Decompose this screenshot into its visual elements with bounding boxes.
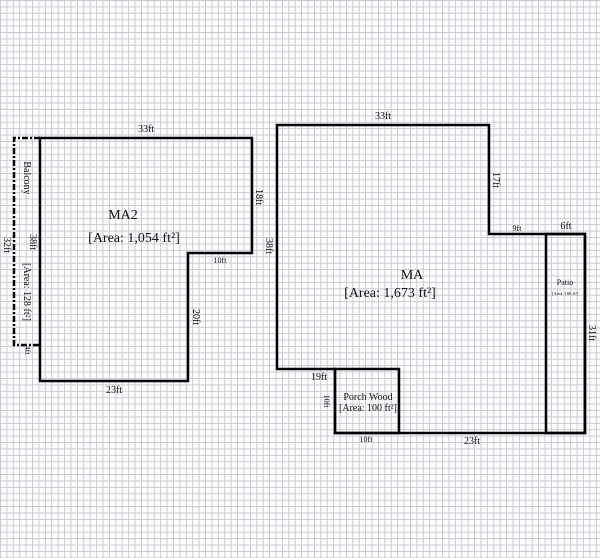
ma2-dim-left: 38ft: [27, 234, 38, 250]
ma2-dim-right-lower: 20ft: [190, 309, 201, 325]
ma2-area: [Area: 1,054 ft²]: [88, 231, 180, 246]
ma-dim-bottom: 23ft: [464, 436, 480, 447]
balcony-area: [Area: 128 ft²]: [21, 263, 32, 321]
ma2-dim-step: 10ft: [214, 256, 228, 265]
ma-dim-bottom-left: 19ft: [311, 372, 327, 383]
ma-dim-top: 33ft: [375, 111, 391, 122]
ma2-outline: [38, 136, 254, 383]
porch-name: Porch Wood: [343, 392, 392, 403]
patio-outline: [544, 232, 587, 435]
balcony-dim-left: 32ft: [1, 237, 12, 253]
ma2-dim-bottom: 23ft: [106, 385, 122, 396]
room-patio[interactable]: Patio [Area: 186 ft²] 6ft 31ft: [544, 221, 597, 435]
room-ma2[interactable]: MA2 [Area: 1,054 ft²] 33ft 18ft 10ft 20f…: [27, 124, 264, 396]
patio-dim-right: 31ft: [586, 325, 597, 341]
balcony-name: Balcony: [21, 161, 32, 194]
patio-name: Patio: [557, 278, 573, 287]
ma-dim-step: 9ft: [513, 224, 523, 233]
balcony-outline: [12, 136, 40, 347]
room-balcony[interactable]: Balcony [Area: 128 ft²] 32ft 4ft: [1, 136, 40, 356]
room-ma[interactable]: MA [Area: 1,673 ft²] 33ft 17ft 9ft 38ft …: [263, 111, 587, 447]
ma-area: [Area: 1,673 ft²]: [344, 286, 436, 301]
porch-area: [Area: 100 ft²]: [339, 403, 397, 414]
ma2-dim-right-upper: 18ft: [253, 189, 264, 205]
ma2-name: MA2: [108, 208, 138, 223]
porch-dim-bottom: 10ft: [360, 435, 374, 444]
balcony-dim-bottom: 4ft: [23, 346, 32, 356]
ma2-dim-top: 33ft: [138, 124, 154, 135]
room-porch-wood[interactable]: Porch Wood [Area: 100 ft²] 10ft 10ft: [322, 367, 401, 444]
porch-outline: [333, 367, 401, 435]
ma-dim-left: 38ft: [263, 238, 274, 254]
ma-dim-right-upper: 17ft: [490, 172, 501, 188]
ma-outline: [275, 123, 587, 435]
ma-name: MA: [401, 268, 424, 283]
porch-dim-left: 10ft: [322, 395, 331, 409]
patio-dim-top: 6ft: [560, 221, 571, 232]
patio-area: [Area: 186 ft²]: [552, 291, 579, 296]
